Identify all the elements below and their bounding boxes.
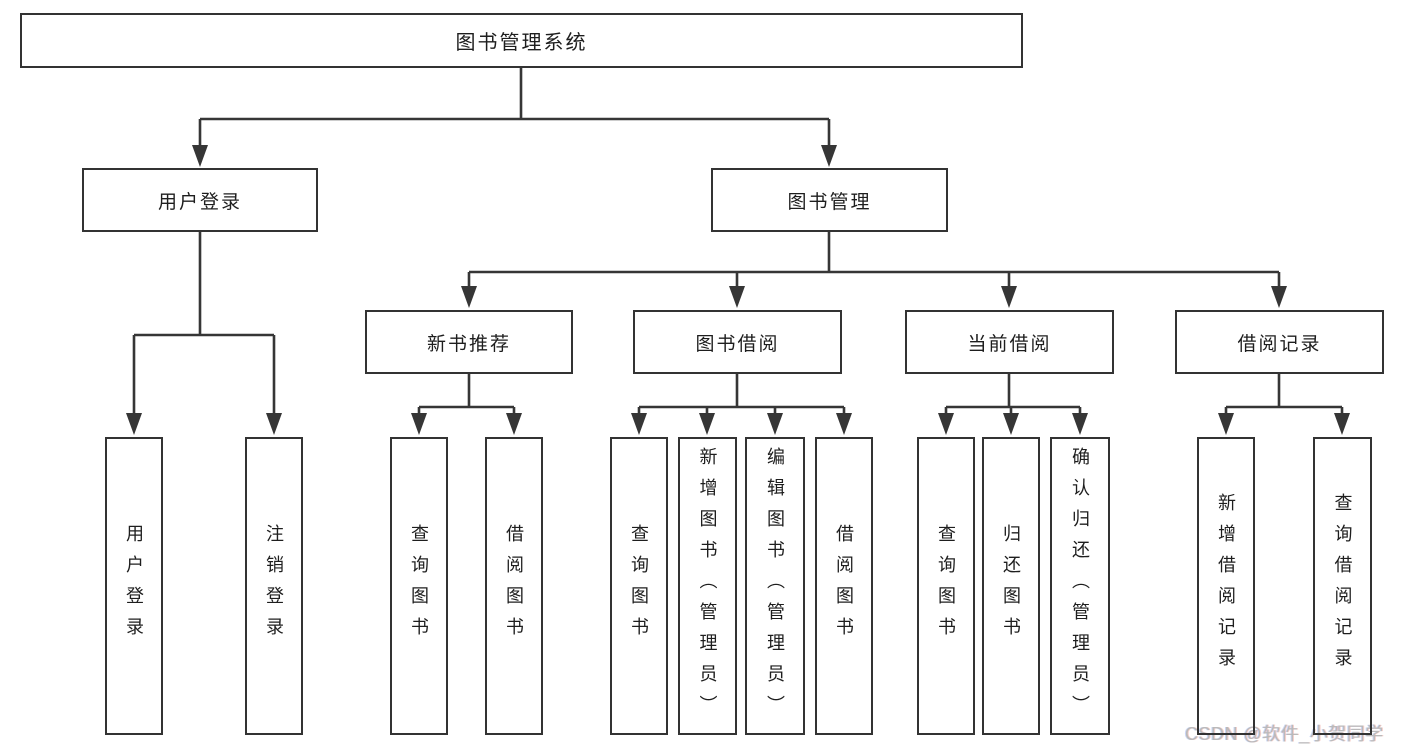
leaf-borrow-borrow-book: 借阅图书: [815, 437, 873, 735]
node-label: 归还图书: [1001, 524, 1021, 648]
node-label: 当前借阅: [967, 333, 1052, 355]
node-root-system: 图书管理系统: [20, 13, 1023, 68]
arrowheads: [126, 145, 1350, 435]
node-label: 图书管理系统: [455, 32, 588, 54]
leaf-record-query-record: 查询借阅记录: [1313, 437, 1372, 735]
leaf-current-confirm-return-admin: 确认归还（管理员）: [1050, 437, 1110, 735]
node-label: 查询图书: [936, 524, 956, 648]
node-label: 用户登录: [124, 524, 144, 648]
node-label: 新增图书（管理员）: [697, 446, 718, 726]
leaf-current-return-book: 归还图书: [982, 437, 1040, 735]
node-label: 查询图书: [629, 524, 649, 648]
node-label: 图书借阅: [695, 333, 780, 355]
leaf-rec-borrow-book: 借阅图书: [485, 437, 543, 735]
leaf-current-query-book: 查询图书: [917, 437, 975, 735]
node-label: 查询图书: [409, 524, 429, 648]
node-label: 借阅图书: [834, 524, 854, 648]
node-label: 确认归还（管理员）: [1070, 446, 1090, 726]
leaf-borrow-add-book-admin: 新增图书（管理员）: [678, 437, 737, 735]
node-label: 借阅记录: [1237, 333, 1322, 355]
node-book-borrow: 图书借阅: [633, 310, 842, 374]
node-label: 查询借阅记录: [1332, 493, 1353, 679]
csdn-watermark: CSDN @软件_小贺同学: [1185, 724, 1384, 744]
leaf-record-add-record: 新增借阅记录: [1197, 437, 1255, 735]
node-label: 编辑图书（管理员）: [765, 446, 785, 726]
leaf-borrow-edit-book-admin: 编辑图书（管理员）: [745, 437, 805, 735]
node-label: 用户登录: [157, 191, 242, 213]
node-label: 注销登录: [264, 524, 284, 648]
leaf-user-login: 用户登录: [105, 437, 163, 735]
connector-path: [132, 68, 1344, 416]
node-label: 新增借阅记录: [1216, 493, 1236, 679]
node-book-management: 图书管理: [711, 168, 948, 232]
leaf-rec-query-book: 查询图书: [390, 437, 448, 735]
node-borrow-records: 借阅记录: [1175, 310, 1384, 374]
leaf-logout: 注销登录: [245, 437, 303, 735]
node-label: 新书推荐: [426, 333, 511, 355]
node-label: 图书管理: [787, 191, 872, 213]
node-label: 借阅图书: [504, 524, 524, 648]
leaf-borrow-query-book: 查询图书: [610, 437, 668, 735]
node-current-borrow: 当前借阅: [905, 310, 1114, 374]
node-user-login: 用户登录: [82, 168, 318, 232]
node-new-book-recommend: 新书推荐: [365, 310, 573, 374]
